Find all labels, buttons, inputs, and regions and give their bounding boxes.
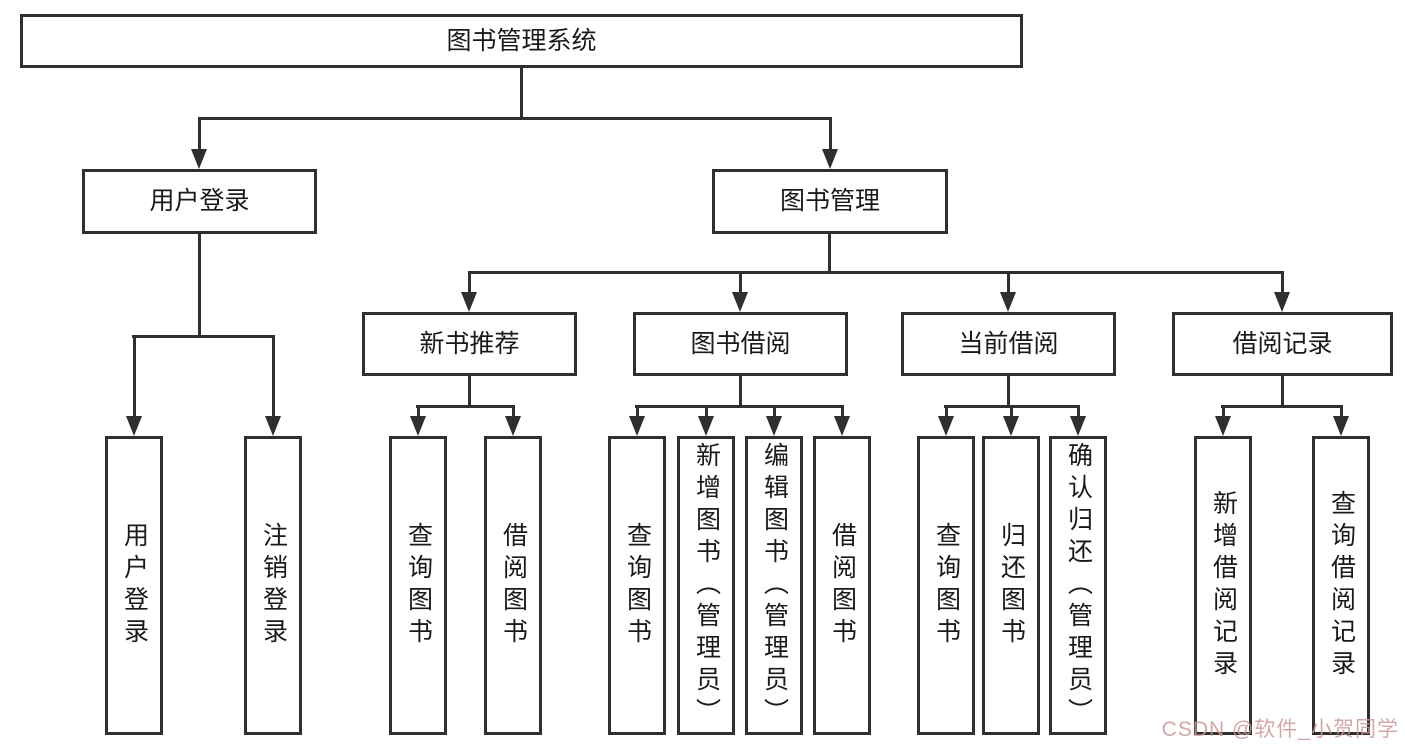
node-label: 确认归还（管理员） [1064,441,1093,730]
node-current-borrowing: 当前借阅 [901,312,1116,376]
leaf-user-login: 用户登录 [105,436,163,735]
node-label: 用户登录 [120,521,149,650]
node-label: 新书推荐 [419,329,520,358]
node-label: 用户登录 [149,187,250,215]
connector-line [132,335,275,338]
leaf-borrow-books: 借阅图书 [813,436,871,735]
node-new-book-recommendation: 新书推荐 [362,312,577,376]
leaf-add-books-admin: 新增图书（管理员） [677,436,735,735]
node-label: 查询图书 [623,521,652,650]
leaf-borrow-books-recommend: 借阅图书 [484,436,542,735]
node-label: 归还图书 [997,521,1026,650]
node-label: 新增借阅记录 [1209,489,1238,682]
leaf-query-books-borrow: 查询图书 [608,436,666,735]
arrow-down-icon [1003,405,1019,436]
node-label: 借阅图书 [828,521,857,650]
node-library-management-system: 图书管理系统 [20,14,1023,68]
watermark-text: CSDN @软件_小贺同学 [1161,718,1399,741]
connector-line [1281,376,1284,408]
connector-line [468,376,471,408]
leaf-confirm-return-admin: 确认归还（管理员） [1049,436,1107,735]
arrow-down-icon [191,117,207,169]
connector-line [1007,376,1010,408]
arrow-down-icon [1333,405,1349,436]
arrow-down-icon [410,405,426,436]
connector-line [739,376,742,408]
node-label: 图书管理系统 [446,26,597,55]
arrow-down-icon [766,405,782,436]
leaf-query-borrow-record: 查询借阅记录 [1312,436,1370,735]
connector-line [416,405,515,408]
node-label: 注销登录 [259,521,288,650]
arrow-down-icon [938,405,954,436]
arrow-down-icon [834,405,850,436]
node-label: 当前借阅 [958,329,1059,358]
arrow-down-icon [265,335,281,436]
node-book-borrowing: 图书借阅 [633,312,848,376]
connector-line [520,68,523,119]
arrow-down-icon [126,335,142,436]
node-book-management: 图书管理 [712,169,948,234]
leaf-logout: 注销登录 [244,436,302,735]
node-label: 图书借阅 [690,329,791,358]
leaf-return-books: 归还图书 [982,436,1040,735]
node-label: 查询图书 [932,521,961,650]
leaf-edit-books-admin: 编辑图书（管理员） [745,436,803,735]
node-label: 查询图书 [404,521,433,650]
arrow-down-icon [698,405,714,436]
node-borrowing-records: 借阅记录 [1172,312,1393,376]
arrow-down-icon [629,405,645,436]
leaf-add-borrow-record: 新增借阅记录 [1194,436,1252,735]
node-user-login: 用户登录 [82,169,317,234]
arrow-down-icon [732,271,748,312]
arrow-down-icon [1215,405,1231,436]
connector-line [1221,405,1343,408]
node-label: 编辑图书（管理员） [760,441,789,730]
arrow-down-icon [1000,271,1016,312]
connector-line [635,405,844,408]
arrow-down-icon [505,405,521,436]
connector-line [828,234,831,274]
connector-line [198,117,832,120]
arrow-down-icon [1070,405,1086,436]
arrow-down-icon [822,117,838,169]
arrow-down-icon [1274,271,1290,312]
leaf-query-books-current: 查询图书 [917,436,975,735]
node-label: 新增图书（管理员） [692,441,721,730]
node-label: 借阅记录 [1232,329,1333,358]
node-label: 查询借阅记录 [1327,489,1356,682]
node-label: 图书管理 [779,187,880,215]
leaf-query-books-recommend: 查询图书 [389,436,447,735]
connector-line [198,234,201,338]
node-label: 借阅图书 [499,521,528,650]
arrow-down-icon [461,271,477,312]
connector-line [468,271,1284,274]
